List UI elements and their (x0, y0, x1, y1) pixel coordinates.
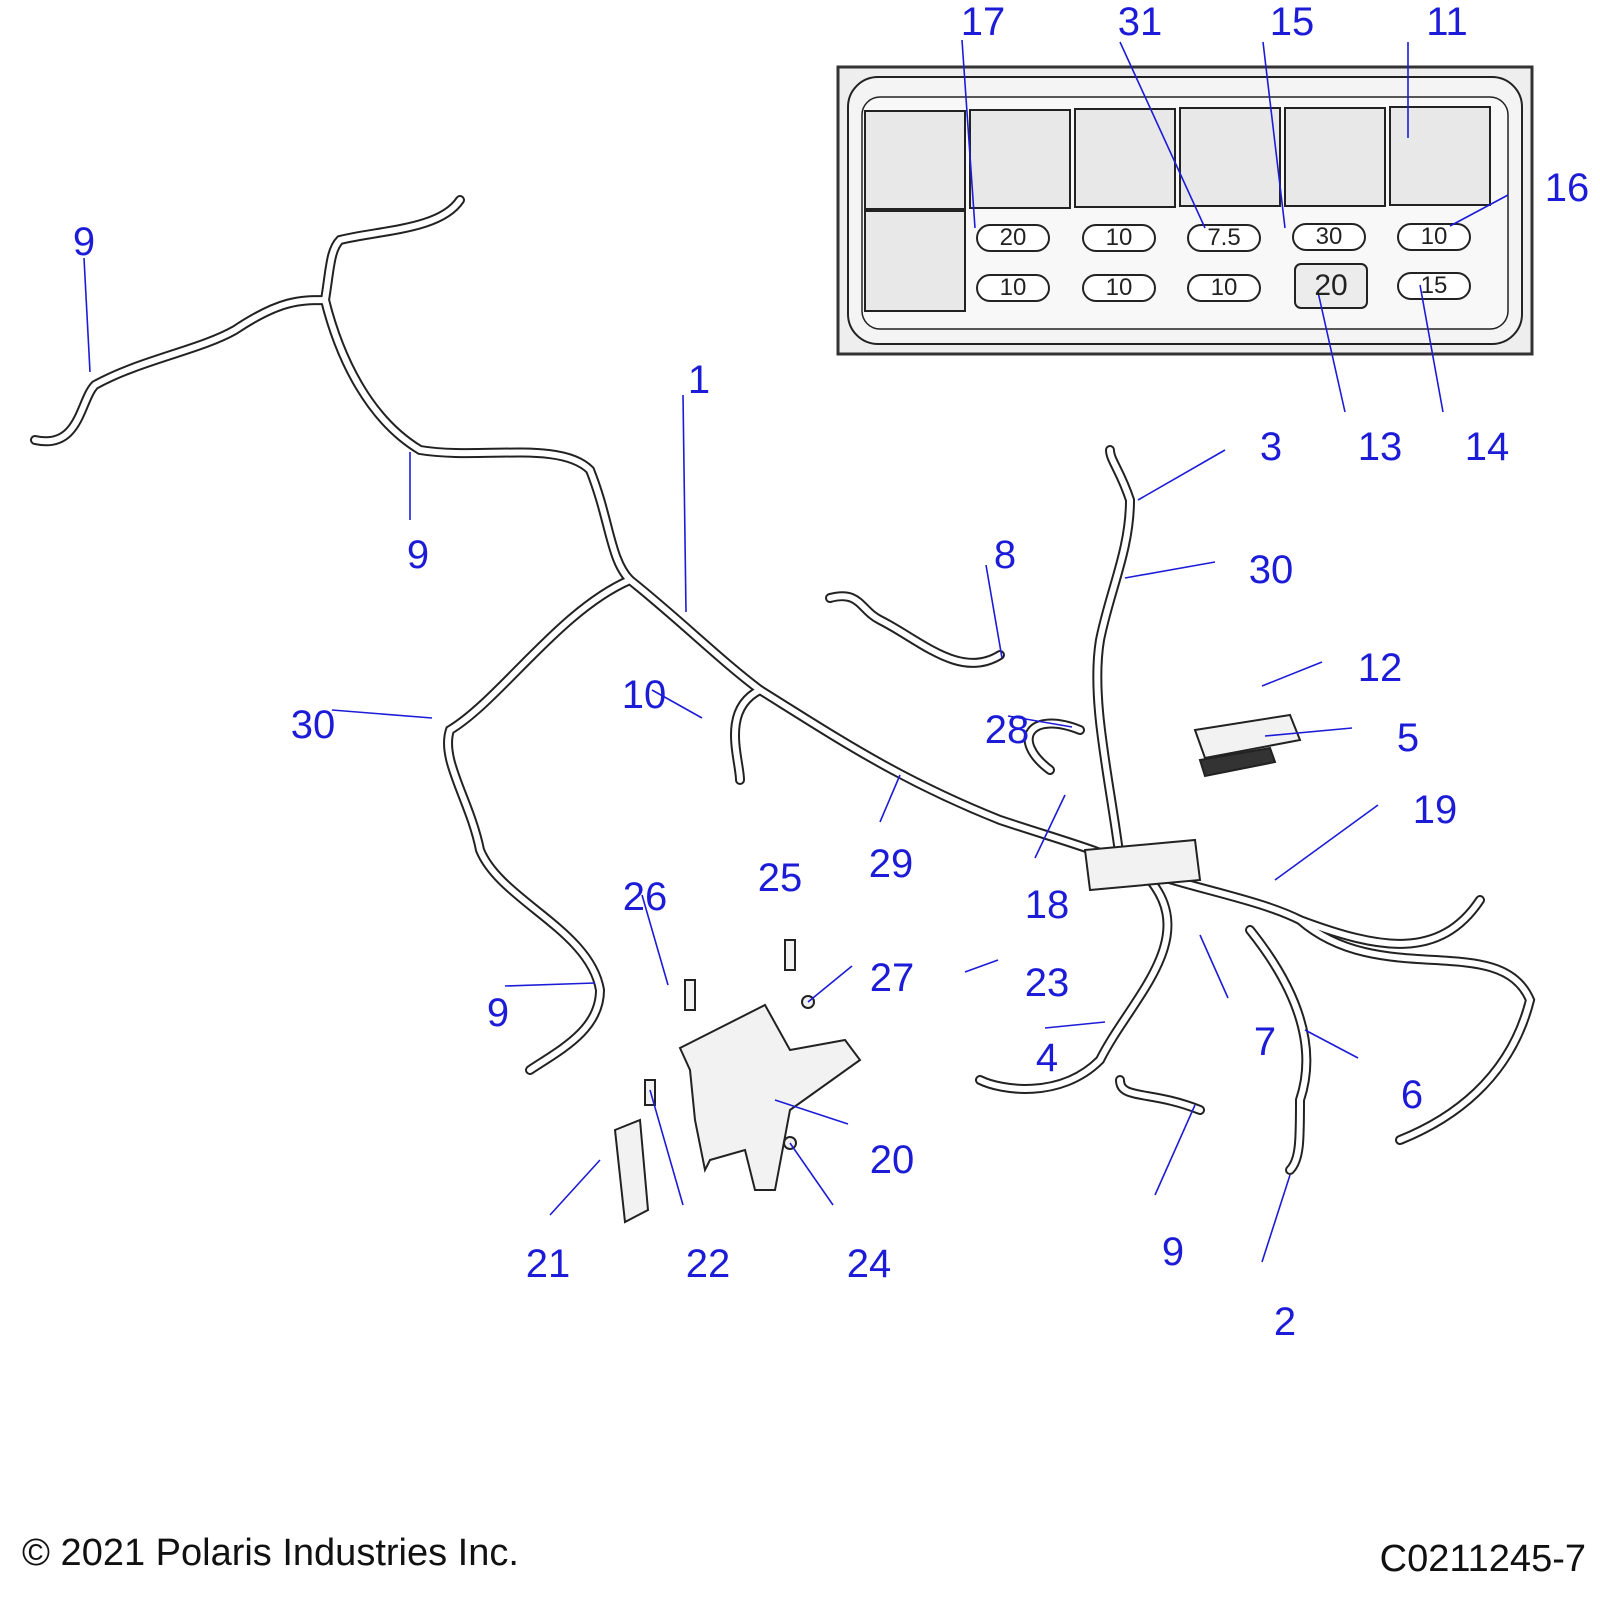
fuse-rating: 20 (1314, 269, 1348, 302)
callout-12: 12 (1357, 646, 1403, 690)
leader-lines (83, 39, 1509, 1263)
callout-26: 26 (622, 875, 668, 919)
callout-6: 6 (1400, 1073, 1424, 1117)
callout-24: 24 (846, 1242, 892, 1286)
callout-31: 31 (1117, 0, 1163, 44)
callout-2: 2 (1273, 1300, 1297, 1344)
callout-5: 5 (1396, 716, 1420, 760)
callout-14: 14 (1464, 425, 1510, 469)
fuse-rating: 10 (999, 274, 1027, 301)
callout-22: 22 (685, 1242, 731, 1286)
callout-23: 23 (1024, 961, 1070, 1005)
callout-16: 16 (1544, 166, 1590, 210)
fuse-rating: 20 (999, 224, 1027, 251)
callout-8: 8 (993, 533, 1017, 577)
callout-9: 9 (1161, 1230, 1185, 1274)
bracket (613, 713, 1302, 1224)
callout-3: 3 (1259, 425, 1283, 469)
wiring-harness (30, 195, 1536, 1175)
fuse-rating: 15 (1420, 272, 1448, 299)
callout-9: 9 (72, 220, 96, 264)
fuse-rating: 7.5 (1207, 224, 1241, 251)
copyright-text: © 2021 Polaris Industries Inc. (22, 1532, 519, 1574)
fuse-box (836, 65, 1534, 356)
callout-4: 4 (1035, 1036, 1059, 1080)
fuse-rating: 10 (1420, 223, 1448, 250)
callout-18: 18 (1024, 883, 1070, 927)
callout-25: 25 (757, 856, 803, 900)
fuse-rating: 30 (1315, 223, 1343, 250)
callout-10: 10 (621, 673, 667, 717)
callout-7: 7 (1253, 1020, 1277, 1064)
callout-9: 9 (486, 991, 510, 1035)
callout-30: 30 (290, 703, 336, 747)
fuse-rating: 10 (1210, 274, 1238, 301)
callout-9: 9 (406, 533, 430, 577)
callout-20: 20 (869, 1138, 915, 1182)
callout-28: 28 (984, 708, 1030, 752)
callout-29: 29 (868, 842, 914, 886)
callout-1: 1 (687, 358, 711, 402)
callout-15: 15 (1269, 0, 1315, 44)
callout-17: 17 (960, 0, 1006, 44)
fuse-rating: 10 (1105, 224, 1133, 251)
callout-13: 13 (1357, 425, 1403, 469)
callout-30: 30 (1248, 548, 1294, 592)
callout-11: 11 (1426, 0, 1468, 44)
callout-21: 21 (525, 1242, 571, 1286)
diagram-id: C0211245-7 (1379, 1538, 1586, 1580)
callout-27: 27 (869, 956, 915, 1000)
callout-19: 19 (1412, 788, 1458, 832)
fuse-rating: 10 (1105, 274, 1133, 301)
